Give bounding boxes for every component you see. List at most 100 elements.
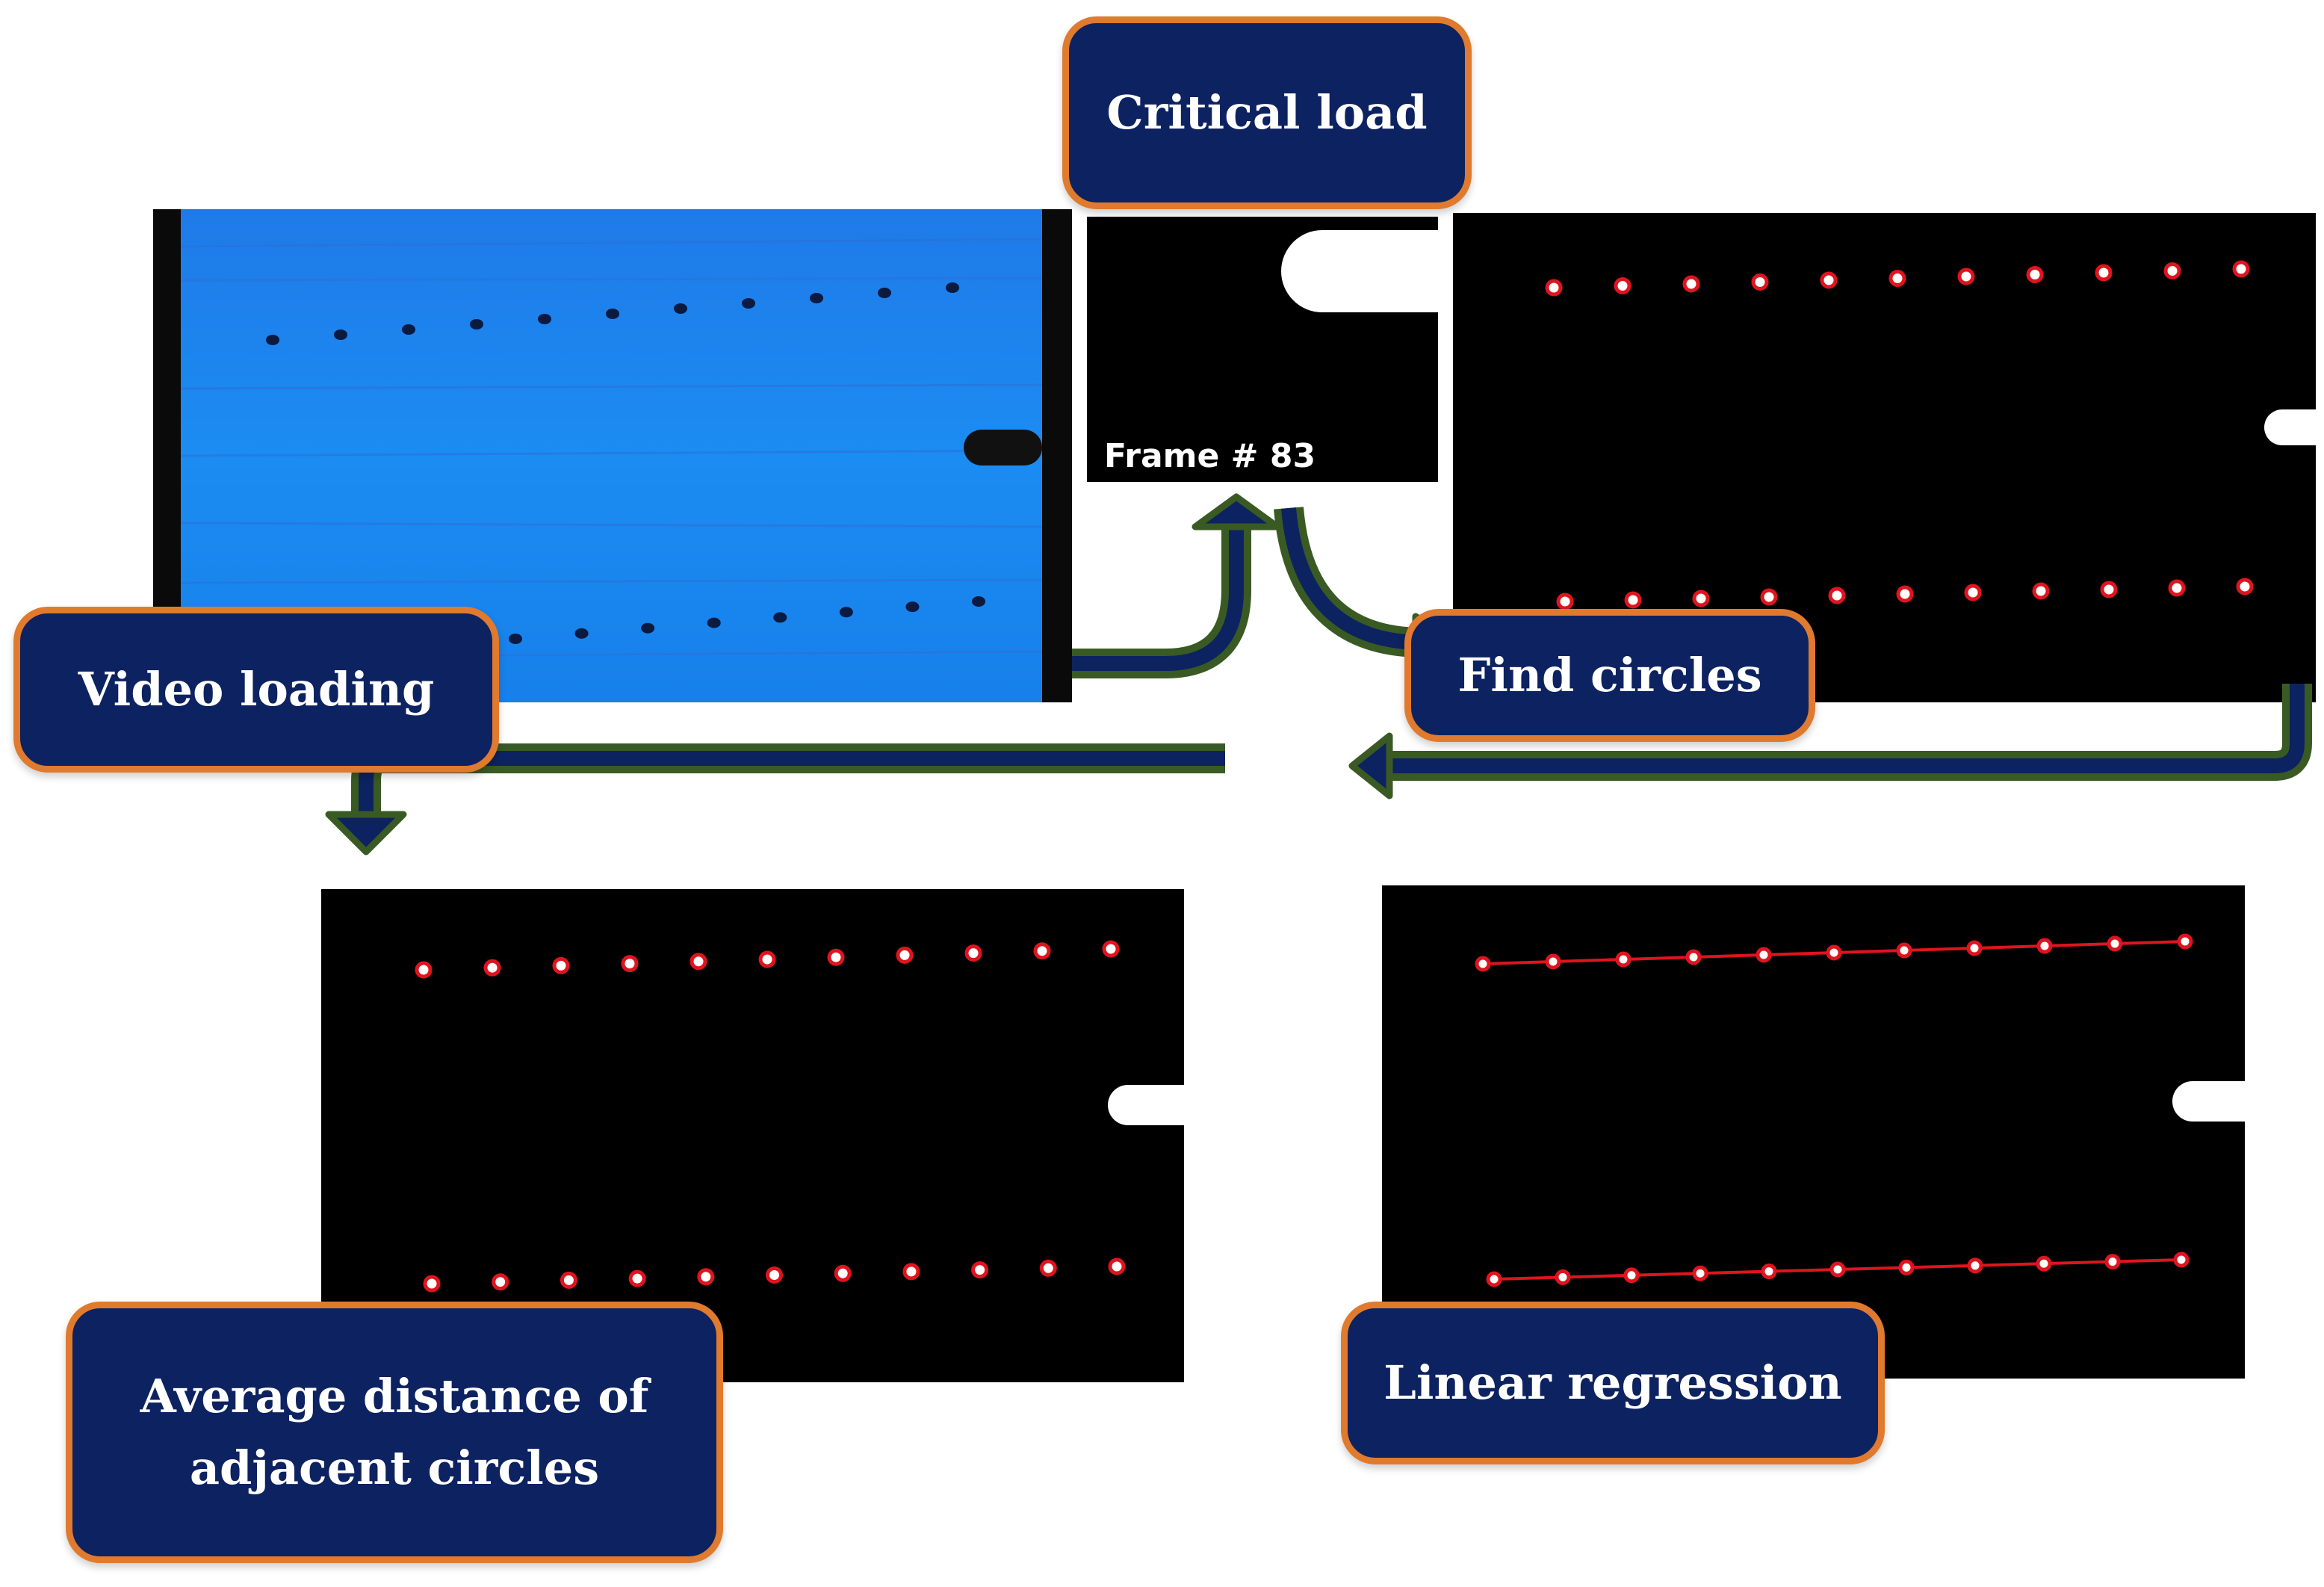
circle-marker <box>1624 591 1642 609</box>
circle-marker <box>1964 584 1982 601</box>
frame-number-label: Frame # 83 <box>1104 437 1316 475</box>
circle-marker <box>896 946 914 964</box>
arrow-video-to-critical <box>1072 493 1281 678</box>
circle-marker <box>766 1266 783 1284</box>
circle-marker <box>971 1261 989 1279</box>
circle-marker <box>1555 1269 1571 1285</box>
linear-regression-frame <box>1382 885 2245 1379</box>
circle-marker <box>1957 267 1975 285</box>
circle-marker <box>834 1264 852 1282</box>
step-critical-load: Critical load <box>1062 16 1472 209</box>
circle-marker <box>1545 279 1563 297</box>
step-find-circles-label: Find circles <box>1457 647 1762 702</box>
detected-circles <box>1545 260 2254 610</box>
circle-marker <box>2095 264 2113 282</box>
circle-marker <box>2236 578 2254 595</box>
circle-marker <box>1751 273 1769 291</box>
circle-marker <box>2163 262 2181 279</box>
speckle-dot <box>509 634 522 644</box>
circle-marker <box>1820 271 1838 289</box>
circle-marker <box>902 1263 920 1281</box>
circle-marker <box>1888 270 1906 287</box>
circle-marker <box>2107 935 2123 952</box>
circle-marker <box>483 959 501 977</box>
circle-marker <box>415 961 433 979</box>
circle-marker <box>1614 277 1632 294</box>
circle-marker <box>964 944 982 962</box>
step-average-distance-line1: Average distance of <box>140 1368 649 1423</box>
step-find-circles: Find circles <box>1404 609 1815 742</box>
circle-marker <box>1486 1271 1502 1287</box>
circle-marker <box>1756 947 1772 963</box>
speckle-dot <box>773 612 787 623</box>
circle-marker <box>1826 944 1842 961</box>
step-linear-regression: Linear regression <box>1341 1302 1885 1464</box>
circle-marker <box>1545 953 1561 970</box>
circle-marker <box>2036 938 2053 954</box>
speckle-dots <box>266 282 985 644</box>
circle-marker <box>697 1268 715 1286</box>
speckle-dot <box>946 282 959 293</box>
circle-marker <box>758 950 776 968</box>
circle-marker <box>2026 266 2044 283</box>
speckle-dot <box>470 319 483 330</box>
circle-marker <box>1896 942 1912 959</box>
speckle-dot <box>972 596 985 607</box>
circle-marker <box>1692 1265 1708 1281</box>
step-average-distance: Average distance of adjacent circles <box>66 1302 723 1563</box>
circle-marker <box>552 956 570 974</box>
circle-marker <box>2032 582 2050 600</box>
circle-marker <box>1615 951 1632 968</box>
detected-circles <box>415 940 1126 1293</box>
speckle-dot <box>606 309 619 319</box>
circle-marker <box>2036 1255 2052 1272</box>
speckle-dot <box>810 293 823 303</box>
speckle-dot <box>402 324 415 335</box>
speckle-dot <box>742 298 755 309</box>
circle-marker <box>2232 260 2250 278</box>
circle-marker <box>1039 1259 1057 1277</box>
average-distance-frame <box>321 889 1184 1382</box>
circle-marker <box>2177 933 2193 950</box>
circle-marker <box>1761 1263 1777 1280</box>
speckle-dot <box>674 303 687 314</box>
circle-marker <box>1102 940 1120 958</box>
circle-marker <box>2168 579 2186 597</box>
circle-marker <box>492 1273 509 1291</box>
circle-marker <box>1828 587 1846 604</box>
circle-marker <box>1896 585 1914 603</box>
speckle-dot <box>707 617 721 628</box>
step-average-distance-line2: adjacent circles <box>189 1441 600 1495</box>
circle-marker <box>2173 1252 2190 1268</box>
circle-marker <box>628 1269 646 1287</box>
speckle-dot <box>266 335 279 345</box>
circle-marker <box>1966 940 1983 956</box>
speckle-dot <box>839 607 853 618</box>
speckle-dot <box>574 628 589 639</box>
circle-marker <box>1033 942 1051 960</box>
speckle-dot <box>905 601 920 613</box>
circle-marker <box>1623 1267 1640 1284</box>
circle-marker <box>1967 1257 1983 1274</box>
speckle-dot <box>641 622 655 634</box>
circle-marker <box>1682 275 1700 293</box>
circle-marker <box>1556 593 1574 610</box>
detected-circles <box>1475 933 2193 1287</box>
step-video-loading: Video loading <box>13 607 499 773</box>
circle-marker <box>1108 1257 1126 1275</box>
circle-marker <box>1475 956 1491 972</box>
speckle-dot <box>538 314 551 324</box>
circle-marker <box>1898 1259 1915 1275</box>
step-critical-load-label: Critical load <box>1106 84 1428 140</box>
circle-marker <box>1692 590 1710 607</box>
circle-marker <box>2104 1254 2121 1270</box>
circle-marker <box>423 1275 441 1293</box>
circle-marker <box>621 955 639 973</box>
step-linear-regression-label: Linear regression <box>1383 1355 1842 1410</box>
critical-load-frame: Frame # 83 <box>1087 217 1438 482</box>
circle-marker <box>1685 949 1702 965</box>
step-video-loading-label: Video loading <box>78 661 435 717</box>
video-frame-photo <box>153 209 1072 702</box>
arrow-find-to-back <box>1348 684 2312 799</box>
